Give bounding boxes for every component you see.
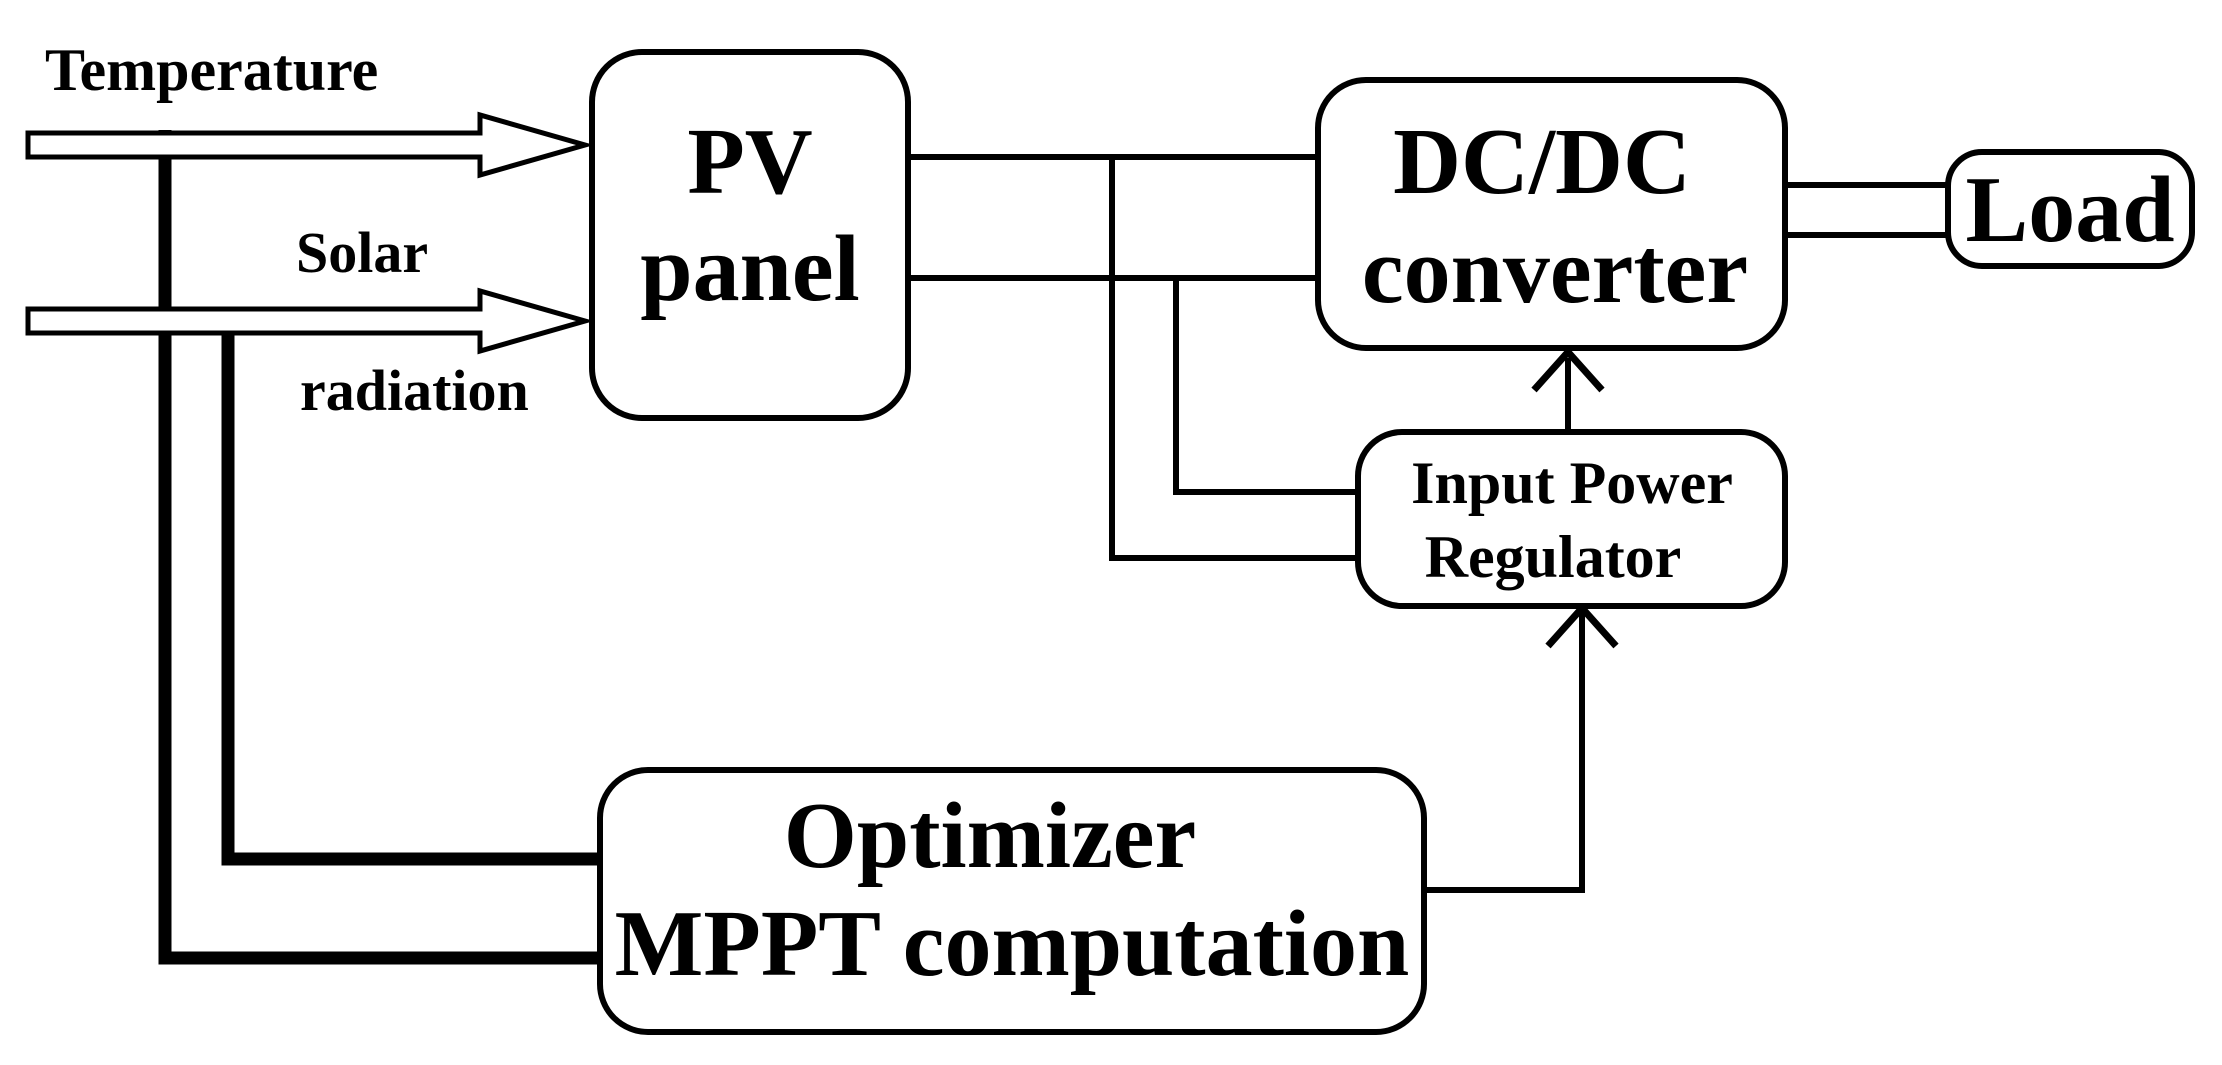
dc-dc-converter-title: DC/DC — [1393, 110, 1691, 214]
dc-dc-converter-box — [1315, 77, 1788, 351]
pv-voltage-sense-line — [1109, 157, 1358, 561]
regulator-to-converter-arrowhead — [1531, 346, 1605, 393]
input-power-regulator-line2: Regulator — [1425, 524, 1682, 590]
optimizer-title: Optimizer — [784, 784, 1196, 888]
dc-dc-converter-subtitle: converter — [1362, 219, 1748, 323]
optimizer-to-regulator-line — [1424, 612, 1585, 893]
temperature-sensor-line — [158, 130, 600, 965]
temperature-input-arrow — [25, 111, 595, 179]
pv-panel-title: PV — [687, 110, 812, 214]
temperature-label: Temperature — [45, 37, 378, 103]
pv-panel-subtitle: panel — [640, 217, 859, 321]
radiation-label: radiation — [300, 358, 529, 423]
solar-label: Solar — [296, 220, 428, 285]
solar-radiation-input-arrow — [25, 287, 595, 355]
load-box — [1945, 149, 2195, 269]
pv-current-sense-line — [1173, 278, 1358, 495]
optimizer-box — [597, 767, 1427, 1035]
solar-sensor-line — [221, 310, 600, 866]
load-label: Load — [1966, 158, 2175, 262]
optimizer-subtitle: MPPT computation — [615, 892, 1410, 996]
input-power-regulator-box — [1355, 429, 1788, 609]
input-power-regulator-line1: Input Power — [1411, 450, 1733, 516]
pv-panel-box — [589, 49, 911, 421]
